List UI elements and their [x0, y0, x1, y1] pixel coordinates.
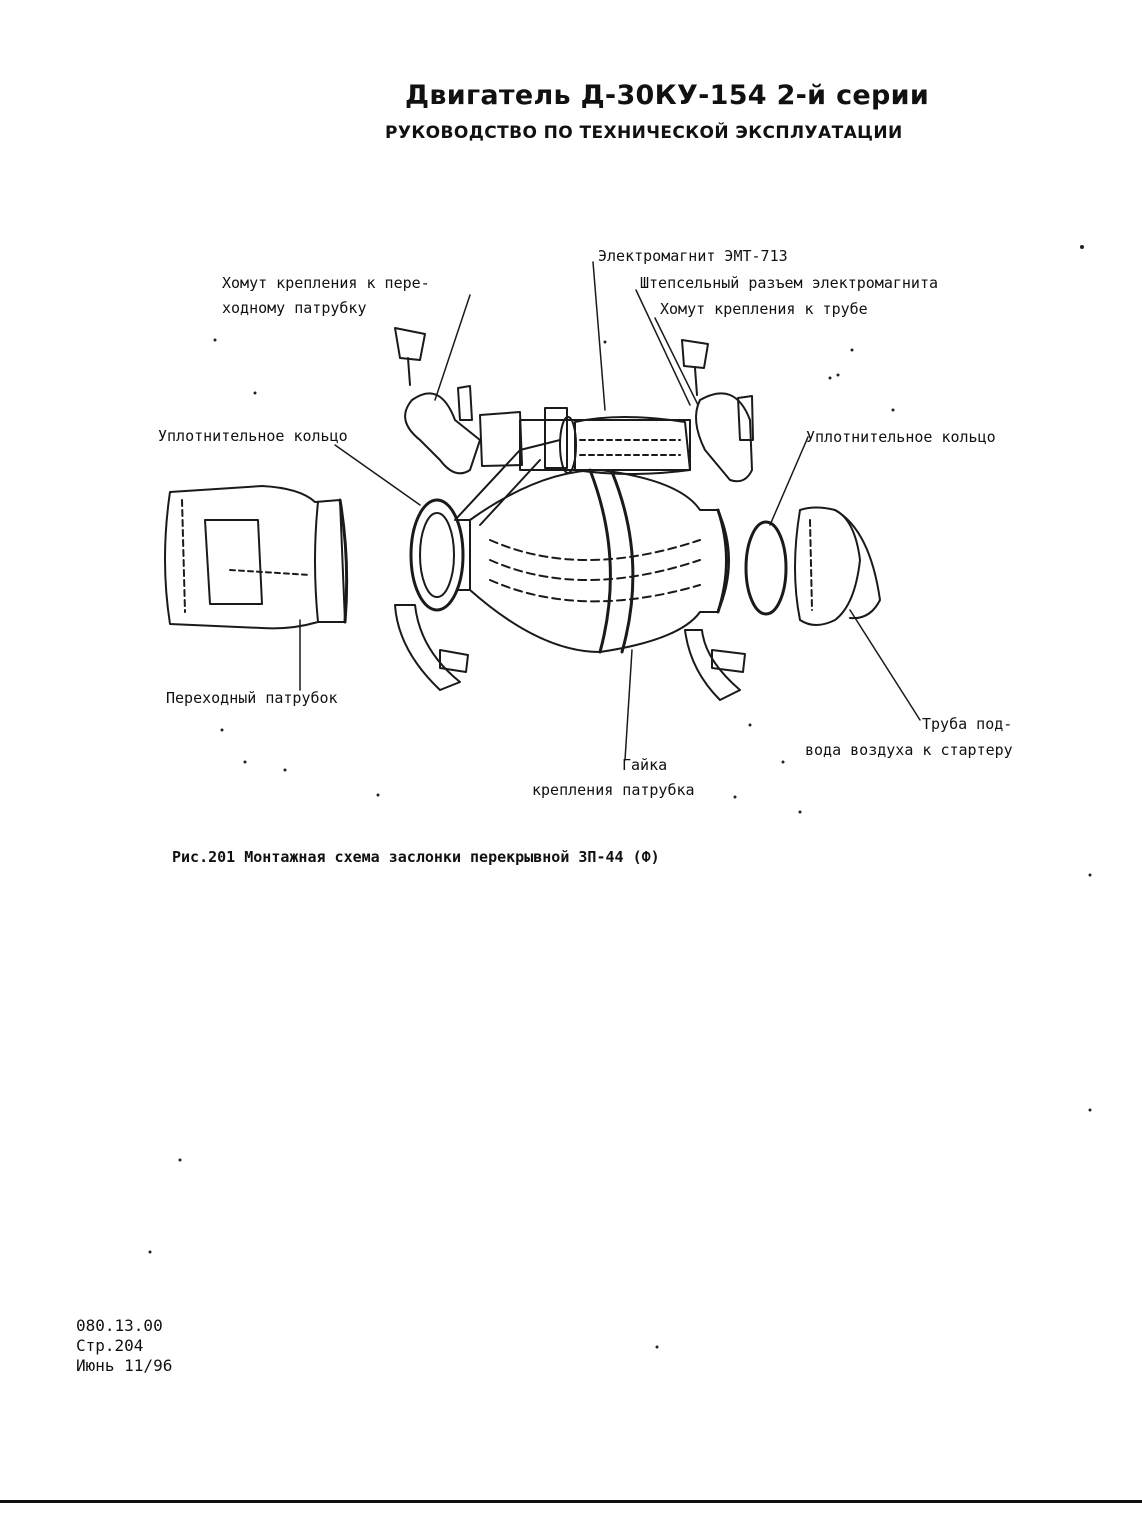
- label-clamp-adapter-line2: ходному патрубку: [222, 299, 367, 317]
- label-seal-ring-right: Уплотнительное кольцо: [806, 428, 996, 446]
- label-plug-connector: Штепсельный разъем электромагнита: [640, 274, 939, 292]
- figure-caption: Рис.201 Монтажная схема заслонки перекры…: [172, 848, 660, 866]
- bottom-clamps-drawing: [394, 604, 746, 701]
- supply-pipe-drawing: [794, 506, 881, 626]
- right-clamp-drawing: [681, 339, 754, 483]
- leader-lines: [299, 261, 921, 761]
- page-footer: 080.13.00 Стр.204 Июнь 11/96: [76, 1316, 172, 1376]
- seal-ring-drawing: [744, 520, 788, 616]
- revision-date: Июнь 11/96: [76, 1356, 173, 1375]
- label-electromagnet: Электромагнит ЭМТ-713: [598, 247, 788, 265]
- left-clamp-drawing: [394, 327, 481, 475]
- label-clamp-pipe: Хомут крепления к трубе: [660, 300, 868, 318]
- label-seal-ring-left: Уплотнительное кольцо: [158, 427, 348, 445]
- manual-subtitle: РУКОВОДСТВО ПО ТЕХНИЧЕСКОЙ ЭКСПЛУАТАЦИИ: [385, 123, 903, 143]
- label-supply-pipe-line1: Труба под-: [922, 715, 1013, 733]
- electromagnet-drawing: [479, 407, 691, 475]
- label-adapter-pipe: Переходный патрубок: [166, 689, 338, 707]
- bottom-rule: [0, 1500, 1142, 1503]
- label-nut-line2: крепления патрубка: [532, 781, 695, 799]
- label-clamp-adapter-line1: Хомут крепления к пере-: [222, 274, 430, 292]
- label-nut-line1: Гайка: [622, 756, 668, 774]
- page-number: Стр.204: [76, 1336, 144, 1355]
- scan-specks: [148, 245, 1092, 1349]
- page-title: Двигатель Д-30КУ-154 2-й серии: [405, 80, 930, 111]
- doc-code: 080.13.00: [76, 1316, 163, 1335]
- adapter-pipe-drawing: [164, 485, 349, 630]
- label-supply-pipe-line2: вода воздуха к стартеру: [805, 741, 1013, 759]
